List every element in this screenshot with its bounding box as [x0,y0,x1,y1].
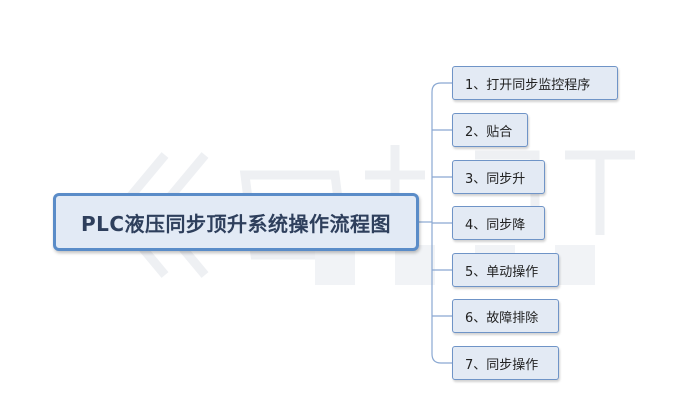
root-topic-label: PLC液压同步顶升系统操作流程图 [80,211,392,236]
branch-topic-sync-up[interactable]: 3、同步升 [452,160,545,194]
branch-topic-label: 7、同步操作 [465,357,539,373]
root-topic[interactable]: PLC液压同步顶升系统操作流程图 [53,193,419,251]
branch-topic-fit[interactable]: 2、贴合 [452,113,528,147]
branch-topic-sync-operation[interactable]: 7、同步操作 [452,346,559,380]
branch-topic-label: 5、单动操作 [465,264,539,280]
branch-topic-troubleshoot[interactable]: 6、故障排除 [452,299,559,333]
branch-topic-sync-down[interactable]: 4、同步降 [452,206,545,240]
branch-topic-label: 4、同步降 [465,217,526,233]
connector-branch-6 [431,353,452,364]
branch-topic-single-action[interactable]: 5、单动操作 [452,253,559,287]
branch-topic-label: 3、同步升 [465,171,526,187]
branch-topic-label: 2、贴合 [465,124,513,140]
branch-topic-label: 6、故障排除 [465,310,539,326]
branch-topic-label: 1、打开同步监控程序 [465,77,591,93]
branch-topic-open-monitor[interactable]: 1、打开同步监控程序 [452,66,618,100]
connector-branch-0 [431,82,452,93]
